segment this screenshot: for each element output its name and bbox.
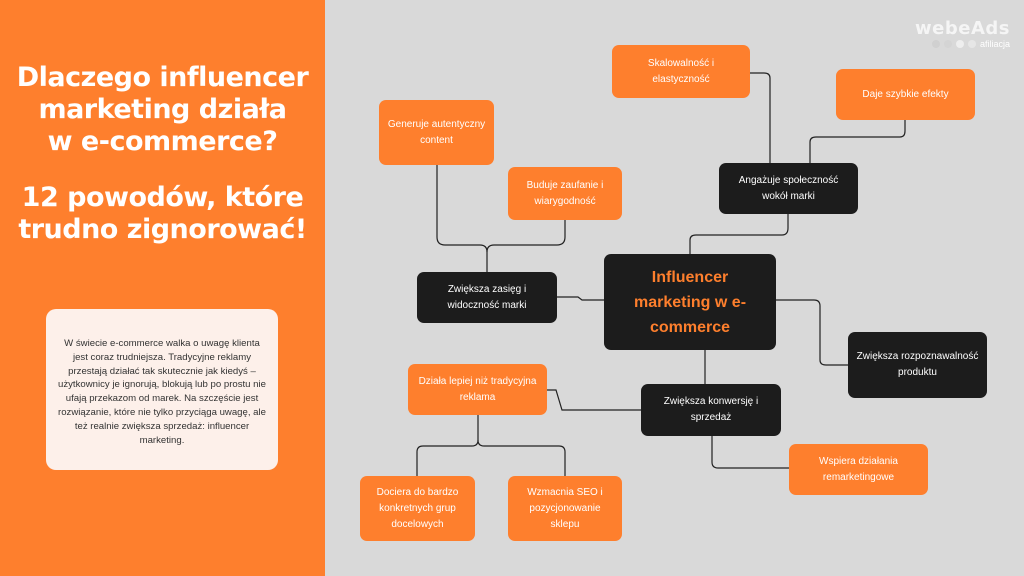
connector (776, 299, 848, 366)
intro-text: W świecie e-commerce walka o uwagę klien… (46, 309, 278, 470)
left-panel: Dlaczego influencer marketing działa w e… (0, 0, 325, 576)
connector (486, 220, 566, 253)
node-rozpoznawalnosc: Zwiększa rozpoznawalność produktu (848, 332, 987, 398)
node-zaufanie: Buduje zaufanie i wiarygodność (508, 167, 622, 220)
node-remarketing: Wspiera działania remarketingowe (789, 444, 928, 495)
subtitle-line: 12 powodów, które (21, 182, 304, 213)
title-line: Dlaczego influencer (16, 62, 309, 93)
title-line: w e-commerce? (47, 126, 278, 157)
connector (416, 415, 479, 476)
connector (436, 165, 488, 272)
node-skalowalnosc: Skalowalność i elastyczność (612, 45, 750, 98)
node-lepiej-niz-reklama: Działa lepiej niż tradycyjna reklama (408, 364, 547, 415)
node-autentyczny-content: Generuje autentyczny content (379, 100, 494, 165)
connector (477, 439, 566, 476)
node-szybkie-efekty: Daje szybkie efekty (836, 69, 975, 120)
logo-name: webeAds (915, 18, 1010, 39)
node-dociera: Dociera do bardzo konkretnych grup docel… (360, 476, 475, 541)
node-konwersja: Zwiększa konwersję i sprzedaż (641, 384, 781, 436)
logo-sub: afiliacja (979, 39, 1010, 49)
connector (809, 120, 906, 163)
connector (711, 436, 789, 469)
node-seo: Wzmacnia SEO i pozycjonowanie sklepu (508, 476, 622, 541)
node-angazuje: Angażuje społeczność wokół marki (719, 163, 858, 214)
connector (557, 296, 604, 301)
title-line: marketing działa (38, 94, 287, 125)
connector (547, 389, 641, 411)
center-node: Influencer marketing w e-commerce (604, 254, 776, 350)
connector (689, 214, 789, 254)
logo: webeAds afiliacja (915, 18, 1010, 49)
connector (750, 72, 771, 163)
node-zasieg: Zwiększa zasięg i widoczność marki (417, 272, 557, 323)
subtitle-line: trudno zignorować! (18, 214, 307, 245)
